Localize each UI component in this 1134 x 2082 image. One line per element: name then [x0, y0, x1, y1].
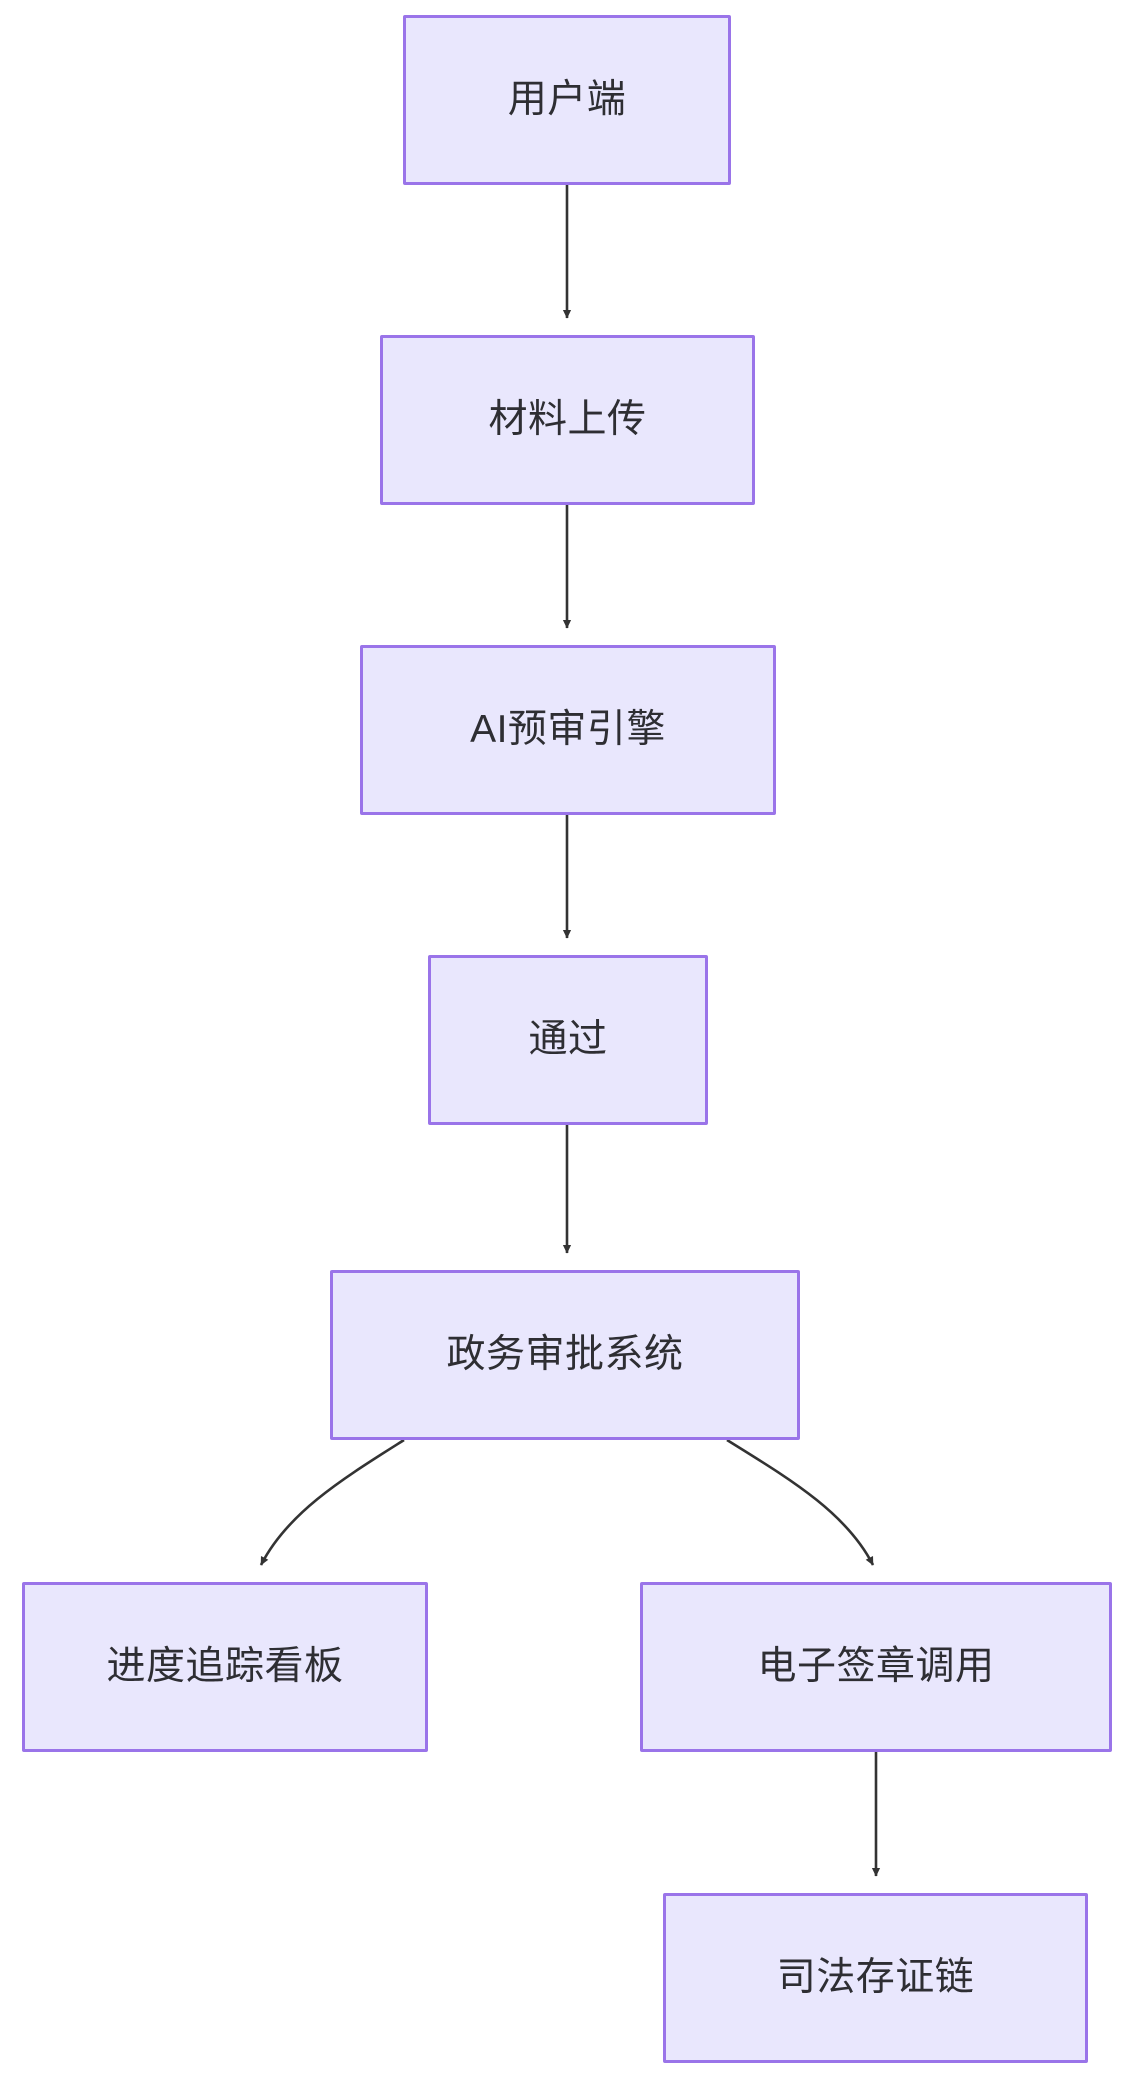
node-judicial-chain-label: 司法存证链	[776, 1955, 975, 1999]
node-progress-board[interactable]: 进度追踪看板	[22, 1582, 428, 1752]
node-passed[interactable]: 通过	[428, 955, 708, 1125]
node-passed-label: 通过	[528, 1017, 608, 1061]
node-upload-label: 材料上传	[488, 397, 647, 441]
node-upload[interactable]: 材料上传	[380, 335, 755, 505]
node-approval-system[interactable]: 政务审批系统	[330, 1270, 800, 1440]
edge-approval-system-to-progress-board	[259, 1438, 405, 1566]
node-client-label: 用户端	[507, 77, 627, 121]
node-approval-system-label: 政务审批系统	[446, 1332, 684, 1376]
node-e-seal-label: 电子签章调用	[757, 1644, 995, 1688]
node-ai-review-label: AI预审引擎	[470, 707, 666, 751]
node-client[interactable]: 用户端	[403, 15, 731, 185]
edge-approval-system-to-e-seal	[726, 1438, 875, 1566]
node-progress-board-label: 进度追踪看板	[106, 1644, 344, 1688]
node-ai-review[interactable]: AI预审引擎	[360, 645, 776, 815]
node-judicial-chain[interactable]: 司法存证链	[663, 1893, 1088, 2063]
node-e-seal[interactable]: 电子签章调用	[640, 1582, 1112, 1752]
